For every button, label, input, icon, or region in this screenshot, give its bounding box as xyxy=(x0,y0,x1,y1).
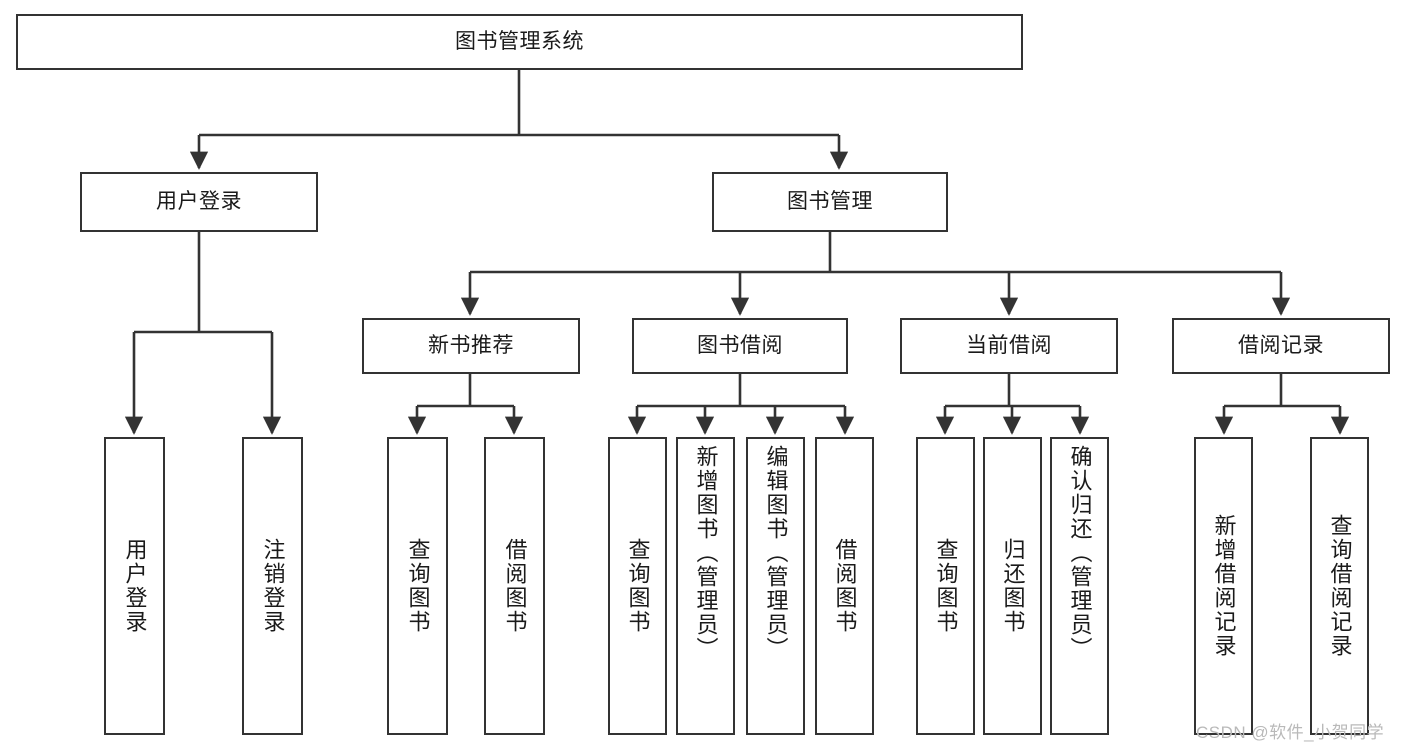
node-leaf-borrow-book-rec[interactable]: 借阅图书 xyxy=(484,437,545,735)
node-leaf-add-record-label: 新增借阅记录 xyxy=(1211,514,1237,658)
node-leaf-borrow-book-rec-label: 借阅图书 xyxy=(502,538,528,634)
node-leaf-confirm-return[interactable]: 确认归还（管理员） xyxy=(1050,437,1109,735)
node-leaf-add-book[interactable]: 新增图书（管理员） xyxy=(676,437,735,735)
node-user-login-label: 用户登录 xyxy=(156,189,242,213)
node-user-login[interactable]: 用户登录 xyxy=(80,172,318,232)
node-book-manage-label: 图书管理 xyxy=(787,189,873,213)
node-leaf-query-book-borrow-label: 查询图书 xyxy=(625,538,651,634)
csdn-watermark: CSDN @软件_小贺同学 xyxy=(1196,723,1385,742)
node-leaf-return-book-label: 归还图书 xyxy=(1000,538,1026,634)
node-root-label: 图书管理系统 xyxy=(455,29,584,53)
node-current-borrow[interactable]: 当前借阅 xyxy=(900,318,1118,374)
node-new-book-rec[interactable]: 新书推荐 xyxy=(362,318,580,374)
node-leaf-query-book-rec[interactable]: 查询图书 xyxy=(387,437,448,735)
node-leaf-query-book-current[interactable]: 查询图书 xyxy=(916,437,975,735)
node-leaf-query-book-rec-label: 查询图书 xyxy=(405,538,431,634)
node-leaf-user-login-label: 用户登录 xyxy=(122,538,148,634)
node-leaf-confirm-return-label: 确认归还（管理员） xyxy=(1067,445,1093,661)
node-leaf-user-logout[interactable]: 注销登录 xyxy=(242,437,303,735)
node-leaf-edit-book[interactable]: 编辑图书（管理员） xyxy=(746,437,805,735)
node-leaf-user-logout-label: 注销登录 xyxy=(260,538,286,634)
node-leaf-query-book-current-label: 查询图书 xyxy=(933,538,959,634)
node-book-borrow[interactable]: 图书借阅 xyxy=(632,318,848,374)
node-leaf-query-record-label: 查询借阅记录 xyxy=(1327,514,1353,658)
node-book-manage[interactable]: 图书管理 xyxy=(712,172,948,232)
node-new-book-rec-label: 新书推荐 xyxy=(428,333,514,357)
node-leaf-query-book-borrow[interactable]: 查询图书 xyxy=(608,437,667,735)
node-borrow-record[interactable]: 借阅记录 xyxy=(1172,318,1390,374)
node-leaf-add-book-label: 新增图书（管理员） xyxy=(693,445,719,661)
node-leaf-borrow-book-label: 借阅图书 xyxy=(832,538,858,634)
node-leaf-return-book[interactable]: 归还图书 xyxy=(983,437,1042,735)
node-leaf-edit-book-label: 编辑图书（管理员） xyxy=(763,445,789,661)
node-leaf-query-record[interactable]: 查询借阅记录 xyxy=(1310,437,1369,735)
node-borrow-record-label: 借阅记录 xyxy=(1238,333,1324,357)
node-root[interactable]: 图书管理系统 xyxy=(16,14,1023,70)
node-leaf-user-login[interactable]: 用户登录 xyxy=(104,437,165,735)
node-current-borrow-label: 当前借阅 xyxy=(966,333,1052,357)
node-leaf-borrow-book[interactable]: 借阅图书 xyxy=(815,437,874,735)
node-leaf-add-record[interactable]: 新增借阅记录 xyxy=(1194,437,1253,735)
node-book-borrow-label: 图书借阅 xyxy=(697,333,783,357)
